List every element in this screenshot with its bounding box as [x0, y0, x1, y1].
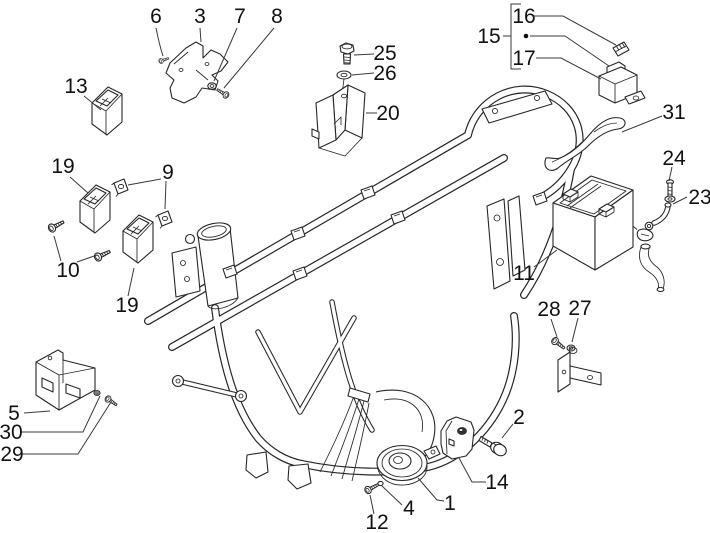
seat-crossbar-drawing: [481, 90, 553, 124]
fuse-16-drawing: [612, 41, 630, 57]
head-bracket-drawing: [171, 246, 201, 298]
u-bracket-20-drawing: [311, 78, 366, 157]
callout-10: 10: [56, 259, 79, 282]
callout-7: 7: [234, 5, 246, 28]
reference-dot: [523, 33, 529, 39]
callout-12: 12: [365, 511, 388, 533]
callout-14: 14: [485, 471, 509, 494]
callout-30: 30: [0, 421, 23, 444]
clamp-tab: [292, 266, 308, 281]
clamp-tab: [360, 185, 376, 200]
frame-drawing: [144, 85, 584, 490]
frame-feet-drawing: [245, 451, 312, 490]
horn-1-drawing: [376, 444, 441, 486]
callout-3: 3: [194, 5, 206, 28]
screw-10a-drawing: [46, 217, 67, 234]
washer-26-drawing: [336, 70, 352, 80]
callout-2: 2: [513, 406, 525, 429]
callout-13: 13: [64, 75, 87, 98]
clamp-tab: [532, 191, 548, 206]
washer-ring-drawing: [184, 233, 196, 245]
cable-bundle-drawing: [319, 387, 371, 482]
screw-28-drawing: [549, 335, 568, 352]
callout-15: 15: [477, 25, 500, 48]
callout-19a: 19: [51, 155, 74, 178]
callout-26: 26: [373, 62, 396, 85]
horn-bracket-14-drawing: [440, 416, 475, 460]
callout-6: 6: [150, 5, 162, 28]
callout-16: 16: [512, 5, 535, 28]
screw-29-drawing: [103, 394, 119, 409]
battery-strap-31-drawing: [544, 117, 626, 171]
callout-28: 28: [537, 298, 560, 321]
leader-lines: [21, 3, 688, 515]
callout-5: 5: [8, 402, 20, 425]
callout-4: 4: [403, 497, 415, 520]
washer-4-drawing: [377, 480, 384, 487]
sheet-bracket-5-drawing: [35, 349, 96, 411]
bolt-2-drawing: [478, 435, 507, 457]
clamp-tab: [390, 210, 406, 225]
hose-clamp-drawing: [633, 226, 654, 242]
callout-19b: 19: [115, 294, 138, 317]
breather-pipe-23-drawing: [633, 202, 672, 293]
angle-bracket-drawing: [557, 351, 602, 393]
steering-head-tube-drawing: [196, 222, 239, 310]
callout-20: 20: [376, 102, 399, 125]
callout-29: 29: [0, 443, 23, 466]
callout-8: 8: [271, 5, 283, 28]
screw-24-drawing: [664, 179, 676, 203]
clip-9a-drawing: [110, 178, 129, 198]
callout-1: 1: [444, 492, 456, 515]
washer-30-drawing: [93, 390, 101, 396]
battery-11-drawing: [552, 175, 634, 271]
nut-7-drawing: [207, 82, 217, 90]
callout-25: 25: [373, 42, 396, 65]
callout-23: 23: [688, 186, 710, 209]
mounting-plate-drawing: [165, 41, 229, 104]
rubber-block-19a-drawing: [79, 184, 111, 234]
swingarm-plates-drawing: [486, 195, 526, 290]
hose-drawing: [639, 243, 665, 293]
engine-mount-link-drawing: [171, 374, 248, 403]
bolt-25-drawing: [339, 42, 355, 65]
screw-8-drawing: [214, 86, 231, 100]
callout-9: 9: [162, 161, 174, 184]
screw-6-drawing: [157, 55, 170, 65]
callout-labels: 6 3 7 8 13 25 26 20 16 15 17 31 24 23 19…: [0, 5, 710, 533]
callout-17: 17: [512, 47, 535, 70]
clip-9b-drawing: [154, 210, 173, 230]
callout-27: 27: [568, 297, 591, 320]
callout-24: 24: [662, 147, 686, 170]
clamp-tab: [290, 226, 306, 241]
relay-17-drawing: [598, 61, 646, 105]
callout-31: 31: [662, 101, 685, 124]
washer-27-drawing: [566, 344, 578, 354]
rubber-block-13-drawing: [91, 86, 123, 136]
rubber-block-19b-drawing: [122, 214, 154, 264]
callout-11: 11: [513, 262, 535, 285]
